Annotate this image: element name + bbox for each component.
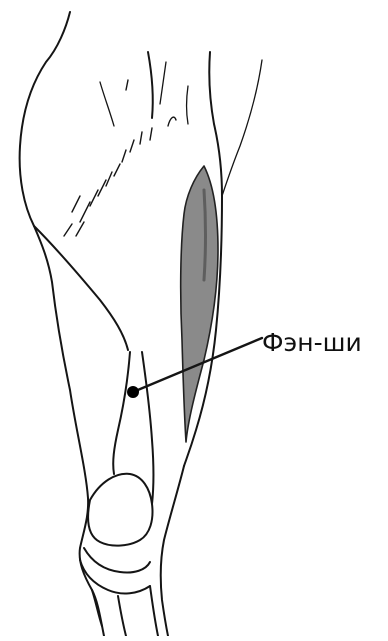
hatch-mark	[150, 128, 152, 140]
hatch-mark	[90, 190, 98, 206]
hatch-mark	[126, 80, 128, 90]
acupoint-label: Фэн-ши	[262, 330, 362, 355]
knee-lower-outline	[84, 548, 150, 573]
shin-outline	[118, 596, 126, 636]
hatch-mark	[64, 224, 72, 236]
hip-outline	[148, 52, 153, 118]
hatch-mark	[130, 140, 134, 152]
lower-thigh-line	[113, 352, 130, 474]
acupoint-marker	[127, 386, 139, 398]
buttock-thigh-outline	[20, 12, 104, 636]
hatch-mark	[72, 196, 80, 212]
hatch-mark	[98, 180, 106, 196]
hatch-mark	[76, 222, 84, 236]
lateral-knee-outline	[161, 466, 184, 636]
hatch-mark	[106, 172, 112, 186]
hip-crease-line	[100, 82, 114, 126]
gluteal-fold-line	[34, 226, 128, 350]
outer-thigh-inner-line	[222, 60, 262, 196]
muscle-shadow-stroke	[204, 190, 206, 280]
iliotibial-band-shaded	[181, 166, 218, 442]
shin-outline	[92, 590, 102, 626]
kneecap-outline	[88, 474, 152, 546]
hatch-mark	[114, 164, 120, 176]
hatch-mark	[140, 132, 142, 144]
hatch-mark	[80, 202, 90, 222]
thigh-contour-line	[160, 62, 166, 104]
hatch-mark	[122, 150, 126, 162]
thigh-contour-line	[187, 86, 189, 124]
hatch-mark	[168, 117, 176, 126]
calf-outline	[150, 586, 158, 636]
